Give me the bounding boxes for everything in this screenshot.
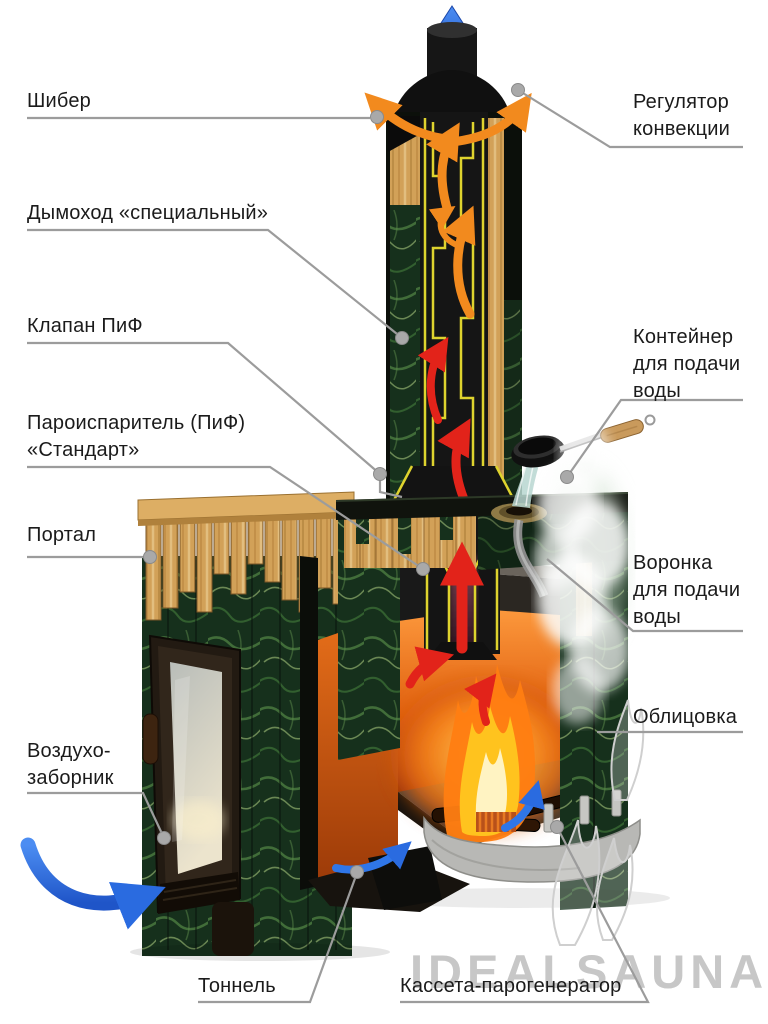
leader-tonnel	[198, 872, 359, 1004]
stove-illustration	[20, 5, 670, 961]
label-regulator: Регулятор конвекции	[633, 91, 731, 140]
label-dymohod: Дымоход «специальный»	[27, 202, 269, 224]
firebox-flow-arrows	[405, 541, 497, 726]
leader-klapan	[27, 341, 403, 499]
label-kasseta: Кассета-парогенератор	[400, 975, 622, 997]
leg	[212, 902, 254, 956]
label-konteyner: Контейнер для подачи воды	[633, 326, 741, 402]
label-vozduhozabornik: Воздухо- заборник	[27, 740, 114, 789]
leader-vozduhozabornik	[27, 791, 165, 839]
leader-voronka	[546, 558, 743, 633]
air-intake-arrows	[20, 780, 545, 930]
label-voronka: Воронка для подачи воды	[633, 552, 741, 628]
leader-regulator	[517, 89, 743, 149]
water-stream	[512, 458, 540, 508]
leader-dots	[143, 83, 574, 879]
label-shiber: Шибер	[27, 90, 91, 112]
watermark-text: IDEALSAUNA	[410, 945, 768, 998]
portal-door	[142, 634, 241, 914]
tunnel-gap	[300, 556, 318, 890]
steam-cloud	[534, 421, 630, 724]
flue-flow-arrows	[364, 92, 532, 509]
watermark: IDEALSAUNA	[410, 699, 768, 998]
label-oblitsovka: Облицовка	[633, 706, 738, 728]
flames	[443, 664, 536, 843]
leader-paroisparitel	[27, 465, 424, 570]
leader-dymohod	[27, 228, 403, 339]
leader-lines	[27, 89, 743, 1004]
ladle-bowl	[511, 435, 565, 468]
leader-kasseta	[400, 826, 650, 1004]
label-portal: Портал	[27, 524, 97, 546]
label-klapan: Клапан ПиФ	[27, 315, 143, 337]
watermark-flame-icon	[551, 699, 645, 946]
door-handle	[142, 713, 159, 765]
label-paroisparitel: Пароиспаритель (ПиФ) «Стандарт»	[27, 412, 246, 461]
label-tonnel: Тоннель	[198, 975, 276, 997]
leader-konteyner	[566, 398, 743, 478]
